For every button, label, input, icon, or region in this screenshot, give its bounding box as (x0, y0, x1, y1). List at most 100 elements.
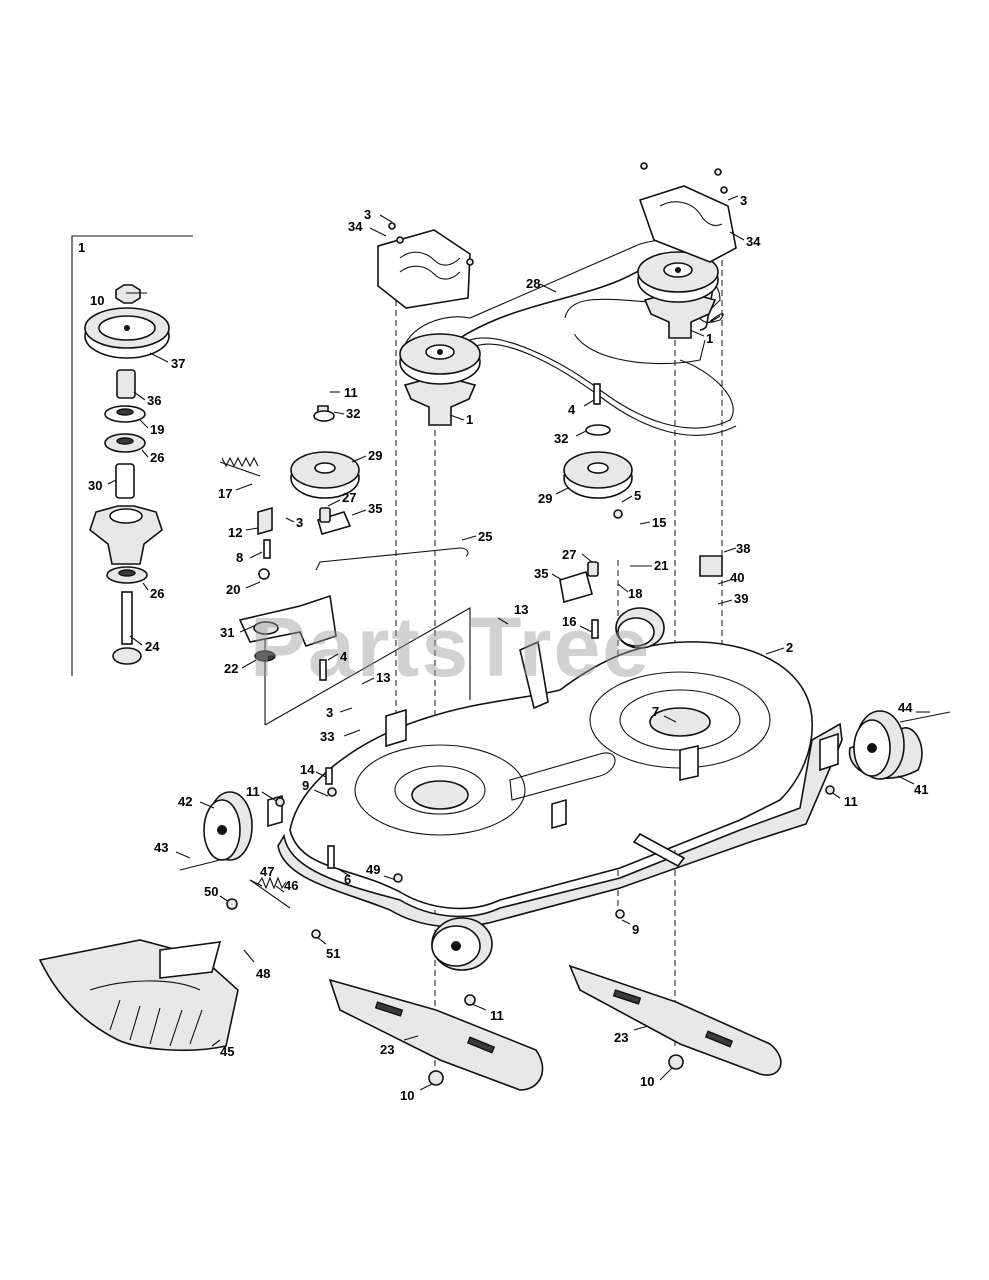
part-41-wheel-right (853, 710, 905, 780)
part-36-spacer (116, 369, 136, 399)
callout-32b: 32 (554, 431, 568, 446)
callout-33: 33 (320, 729, 334, 744)
callout-41: 41 (914, 782, 928, 797)
part-23-blade-left (328, 978, 544, 1091)
callout-21: 21 (654, 558, 668, 573)
callout-10c: 10 (640, 1074, 654, 1089)
callout-35b: 35 (534, 566, 548, 581)
deck-hanger-bracket (632, 832, 686, 868)
inset-frame (71, 235, 193, 676)
callout-18: 18 (628, 586, 642, 601)
callout-10: 10 (90, 293, 104, 308)
callout-28: 28 (526, 276, 540, 291)
callout-20: 20 (226, 582, 240, 597)
callout-50: 50 (204, 884, 218, 899)
callout-9b: 9 (632, 922, 639, 937)
part-34-belt-cover-left (377, 229, 471, 309)
callout-3a: 3 (364, 207, 371, 222)
callout-11c: 11 (844, 794, 858, 809)
callout-45: 45 (220, 1044, 234, 1059)
part-42-wheel-left (203, 791, 253, 861)
front-wheel-center (431, 917, 493, 971)
callout-35a: 35 (368, 501, 382, 516)
callout-10b: 10 (400, 1088, 414, 1103)
callout-36: 36 (147, 393, 161, 408)
callout-26b: 26 (150, 586, 164, 601)
callout-32a: 32 (346, 406, 360, 421)
part-35-bracket-right (559, 570, 593, 604)
callout-27a: 27 (342, 490, 356, 505)
callout-13a: 13 (514, 602, 528, 617)
callout-3d: 3 (326, 705, 333, 720)
callout-3c: 3 (296, 515, 303, 530)
part-33-bracket (385, 708, 407, 748)
callout-22: 22 (224, 661, 238, 676)
spindle-assembly-inset: 1 10 37 36 19 26 (71, 235, 193, 676)
callout-24: 24 (145, 639, 160, 654)
part-45-discharge-chute (38, 939, 239, 1052)
part-12-bracket (257, 506, 273, 536)
callout-2: 2 (786, 640, 793, 655)
callout-19: 19 (150, 422, 164, 437)
callout-51: 51 (326, 946, 340, 961)
callout-48: 48 (256, 966, 270, 981)
part-34-belt-cover-right (638, 185, 737, 263)
callout-26a: 26 (150, 450, 164, 465)
part-25-rod (315, 547, 469, 571)
callout-42: 42 (178, 794, 192, 809)
callout-38: 38 (736, 541, 750, 556)
idler-bracket-31 (238, 594, 337, 647)
callout-39: 39 (734, 591, 748, 606)
callout-14: 14 (300, 762, 315, 777)
part-46-spring (249, 879, 291, 909)
callout-13b: 13 (376, 670, 390, 685)
part-35-bracket-left (317, 511, 352, 535)
callout-3b: 3 (740, 193, 747, 208)
callout-31: 31 (220, 625, 234, 640)
callout-1a: 1 (706, 331, 713, 346)
callout-1b: 1 (466, 412, 473, 427)
part-43-bolt (179, 859, 221, 871)
part-29-idler-left (290, 451, 360, 499)
callout-23a: 23 (380, 1042, 394, 1057)
part-23-blade-right (568, 964, 782, 1076)
part-24-shaft (121, 591, 133, 645)
callout-49: 49 (366, 862, 380, 877)
callout-25: 25 (478, 529, 492, 544)
callout-12: 12 (228, 525, 242, 540)
part-29-idler-right (563, 451, 633, 499)
hardware (226, 162, 835, 1086)
callout-40: 40 (730, 570, 744, 585)
callout-27b: 27 (562, 547, 576, 562)
callout-47: 47 (260, 864, 274, 879)
callouts: 3 34 3 34 28 1 1 11 32 29 27 35 17 12 3 … (154, 193, 930, 1103)
inset-label: 1 (78, 240, 85, 255)
callout-46: 46 (284, 878, 298, 893)
callout-34b: 34 (746, 234, 761, 249)
part-17-spring (219, 461, 261, 477)
callout-37: 37 (171, 356, 185, 371)
part-44-bolt (899, 711, 951, 723)
part-22-bearing (254, 650, 276, 662)
callout-5: 5 (634, 488, 641, 503)
part-1-spindle-right (637, 251, 719, 339)
front-wheel-right (615, 607, 665, 649)
callout-15: 15 (652, 515, 666, 530)
callout-29a: 29 (368, 448, 382, 463)
callout-30: 30 (88, 478, 102, 493)
watermark: PartsTree (250, 600, 651, 694)
callout-8: 8 (236, 550, 243, 565)
part-10-nut (115, 284, 141, 304)
spindle-housing (89, 505, 163, 565)
callout-29b: 29 (538, 491, 552, 506)
callout-6: 6 (344, 872, 351, 887)
callout-43: 43 (154, 840, 168, 855)
callout-9a: 9 (302, 778, 309, 793)
callout-16: 16 (562, 614, 576, 629)
part-1-spindle-left (399, 333, 481, 426)
callout-34a: 34 (348, 219, 363, 234)
part-38-spring (699, 555, 723, 577)
callout-4a: 4 (340, 649, 348, 664)
